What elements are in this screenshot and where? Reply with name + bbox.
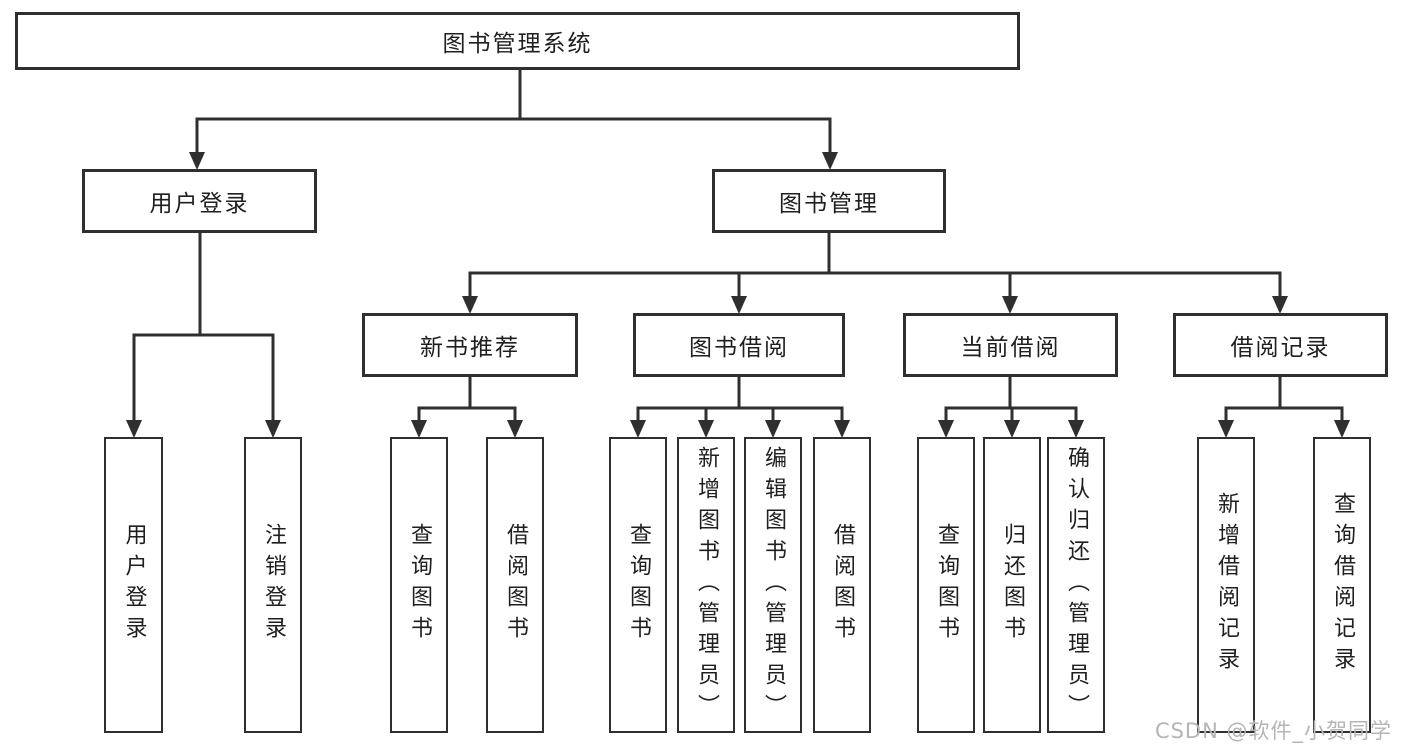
leaf-query-books-current: 查询图书 — [917, 437, 975, 733]
node-root: 图书管理系统 — [15, 12, 1020, 70]
leaf-confirm-return-admin-label: 确认归还（管理员） — [1064, 445, 1089, 725]
node-current-borrow-label: 当前借阅 — [960, 335, 1061, 361]
leaf-edit-book-admin-label: 编辑图书（管理员） — [761, 445, 786, 725]
leaf-query-borrow-record: 查询借阅记录 — [1313, 437, 1371, 733]
leaf-add-borrow-record-label: 新增借阅记录 — [1214, 492, 1239, 678]
leaf-query-books-borrow: 查询图书 — [609, 437, 667, 733]
node-root-label: 图书管理系统 — [442, 31, 593, 57]
node-new-book-recommend: 新书推荐 — [362, 313, 578, 377]
node-user-login-label: 用户登录 — [149, 191, 250, 217]
arrowheads-level1 — [189, 152, 838, 170]
node-current-borrow: 当前借阅 — [903, 313, 1118, 377]
leaf-query-books-current-label: 查询图书 — [934, 523, 959, 647]
leaf-logout: 注销登录 — [244, 437, 302, 733]
csdn-watermark: CSDN @软件_小贺同学 — [1154, 719, 1392, 743]
leaf-logout-label: 注销登录 — [261, 523, 286, 647]
leaf-borrow-books-label: 借阅图书 — [830, 523, 855, 647]
leaf-borrow-books-recommend-label: 借阅图书 — [503, 523, 528, 647]
node-book-management-label: 图书管理 — [779, 191, 879, 217]
leaf-query-borrow-record-label: 查询借阅记录 — [1330, 492, 1355, 678]
leaf-add-book-admin-label: 新增图书（管理员） — [694, 445, 719, 725]
connector-book-mgmt-branch — [468, 233, 1282, 302]
leaf-add-book-admin: 新增图书（管理员） — [677, 437, 735, 733]
leaf-user-login: 用户登录 — [104, 437, 163, 733]
node-borrow-records: 借阅记录 — [1173, 313, 1388, 377]
arrowheads-book-mgmt-branch — [462, 296, 1288, 314]
node-book-borrow-label: 图书借阅 — [689, 335, 789, 361]
connector-group-rails — [417, 377, 1344, 426]
leaf-return-book-label: 归还图书 — [1000, 523, 1025, 647]
arrowheads-group-rails — [411, 420, 1350, 438]
arrowheads-user-login-branch — [126, 420, 281, 438]
leaf-return-book: 归还图书 — [983, 437, 1041, 733]
leaf-query-books-recommend-label: 查询图书 — [407, 523, 432, 647]
node-user-login: 用户登录 — [82, 169, 317, 233]
leaf-add-borrow-record: 新增借阅记录 — [1197, 437, 1255, 733]
leaf-query-books-borrow-label: 查询图书 — [626, 523, 651, 647]
connector-level1 — [195, 70, 832, 158]
leaf-query-books-recommend: 查询图书 — [390, 437, 448, 733]
node-new-book-recommend-label: 新书推荐 — [420, 335, 520, 361]
node-book-management: 图书管理 — [712, 169, 946, 233]
leaf-confirm-return-admin: 确认归还（管理员） — [1047, 437, 1105, 733]
leaf-borrow-books: 借阅图书 — [813, 437, 871, 733]
leaf-edit-book-admin: 编辑图书（管理员） — [744, 437, 802, 733]
leaf-user-login-label: 用户登录 — [121, 523, 147, 647]
node-borrow-records-label: 借阅记录 — [1230, 335, 1331, 361]
node-book-borrow: 图书借阅 — [633, 313, 845, 377]
leaf-borrow-books-recommend: 借阅图书 — [486, 437, 544, 733]
connector-user-login-branch — [132, 233, 275, 426]
